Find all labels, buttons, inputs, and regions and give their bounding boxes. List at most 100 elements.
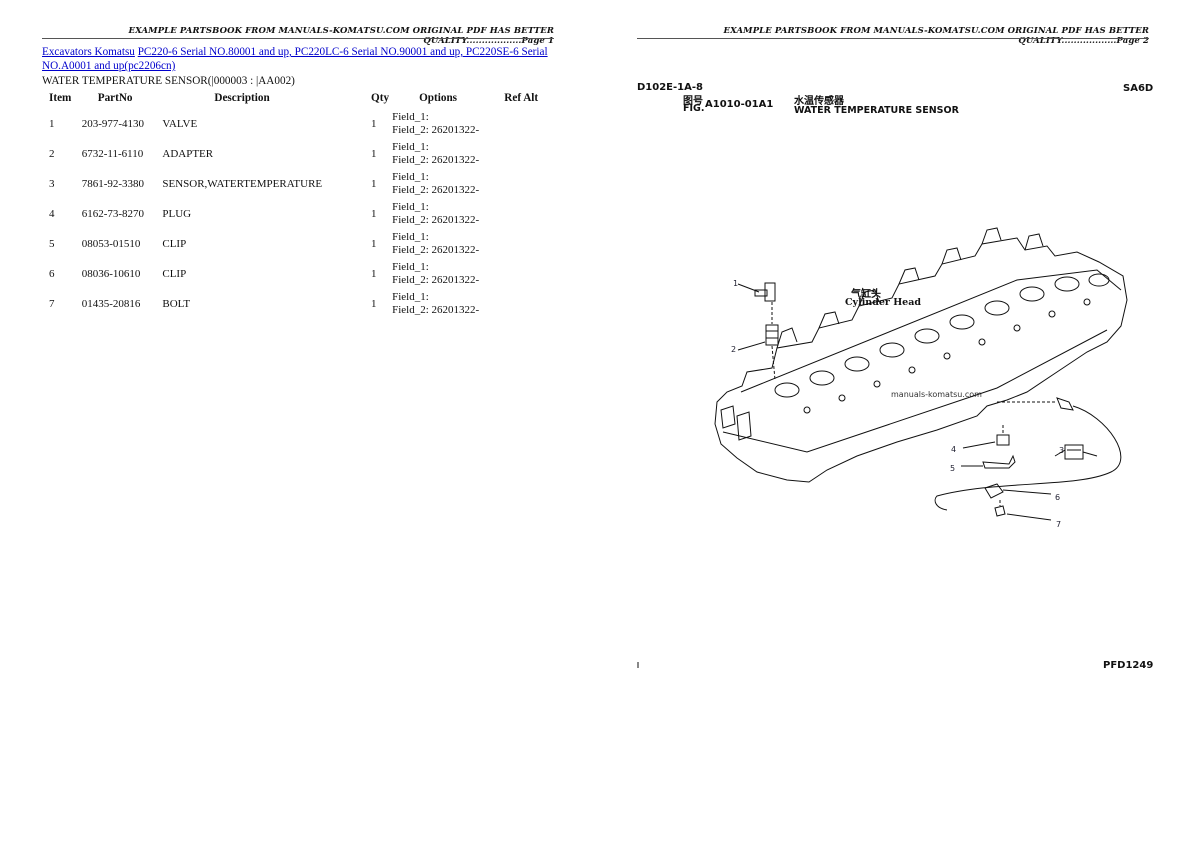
right-page: EXAMPLE PARTSBOOK FROM MANUALS-KOMATSU.C… xyxy=(637,0,1153,842)
col-partno-header: PartNo xyxy=(97,92,133,104)
callout-2: 2 xyxy=(731,345,737,354)
callout-5: 5 xyxy=(950,464,956,473)
rocker-pedestals xyxy=(776,227,1044,349)
cell-part-no: 7861-92-3380 xyxy=(81,178,145,190)
head-deck-line xyxy=(740,269,1122,393)
table-row: 5 08053-01510 CLIP 1 Field_1: Field_2: 2… xyxy=(42,229,554,259)
watermark: manuals-komatsu.com xyxy=(891,390,982,399)
option-field-1: Field_1: xyxy=(392,111,429,123)
option-field-1: Field_1: xyxy=(392,231,429,243)
cell-part-no: 08053-01510 xyxy=(81,238,141,250)
cell-item: 1 xyxy=(49,118,55,130)
cell-options: Field_1: Field_2: 26201322- xyxy=(392,139,504,169)
cell-description: VALVE xyxy=(162,118,198,130)
option-field-2: Field_2: 26201322- xyxy=(392,214,480,226)
option-field-2: Field_2: 26201322- xyxy=(392,184,480,196)
cell-options: Field_1: Field_2: 26201322- xyxy=(392,259,504,289)
cell-options: Field_1: Field_2: 26201322- xyxy=(392,289,504,319)
cell-description: BOLT xyxy=(162,298,191,310)
bolt-holes xyxy=(803,298,1091,414)
page-subtitle: WATER TEMPERATURE SENSOR(|000003 : |AA00… xyxy=(42,75,295,87)
cell-part-no: 08036-10610 xyxy=(81,268,141,280)
fig-label: FIG. xyxy=(683,103,705,114)
table-row: 3 7861-92-3380 SENSOR,WATERTEMPERATURE 1… xyxy=(42,169,554,199)
cell-part-no: 6162-73-8270 xyxy=(81,208,145,220)
table-header-row: Item PartNo Description Qty Options Ref … xyxy=(42,90,554,109)
col-refalt-header: Ref Alt xyxy=(504,92,539,104)
cell-qty: 1 xyxy=(371,178,377,190)
header-divider xyxy=(637,38,1149,39)
cell-ref-alt xyxy=(504,169,554,199)
cell-part-no: 203-977-4130 xyxy=(81,118,145,130)
table-row: 2 6732-11-6110 ADAPTER 1 Field_1: Field_… xyxy=(42,139,554,169)
part-valve xyxy=(737,282,776,302)
cell-item: 6 xyxy=(49,268,55,280)
cell-description: CLIP xyxy=(162,268,187,280)
cell-ref-alt xyxy=(504,289,554,319)
fig-number: A1010-01A1 xyxy=(705,99,774,110)
callout-7: 7 xyxy=(1056,520,1062,529)
part-adapter xyxy=(737,302,779,381)
fig-label-cn: 图号 xyxy=(683,96,703,107)
cell-qty: 1 xyxy=(371,298,377,310)
parts-drawing: D102E-1A-8 图号 FIG. A1010-01A1 水温传感器 WATE… xyxy=(637,80,1153,680)
page-header: EXAMPLE PARTSBOOK FROM MANUALS-KOMATSU.C… xyxy=(128,26,554,46)
cell-qty: 1 xyxy=(371,268,377,280)
cell-qty: 1 xyxy=(371,148,377,160)
table-row: 7 01435-20816 BOLT 1 Field_1: Field_2: 2… xyxy=(42,289,554,319)
header-divider xyxy=(42,38,554,39)
drawing-title: WATER TEMPERATURE SENSOR xyxy=(794,105,959,116)
table-row: 6 08036-10610 CLIP 1 Field_1: Field_2: 2… xyxy=(42,259,554,289)
valve-ports xyxy=(774,273,1110,398)
option-field-2: Field_2: 26201322- xyxy=(392,154,480,166)
callout-3: 3 xyxy=(1059,446,1065,455)
drawing-title-cn: 水温传感器 xyxy=(794,96,844,107)
callout-6: 6 xyxy=(1055,493,1061,502)
left-page: EXAMPLE PARTSBOOK FROM MANUALS-KOMATSU.C… xyxy=(42,0,554,842)
part-bolt xyxy=(994,500,1052,521)
cell-part-no: 01435-20816 xyxy=(81,298,141,310)
head-side-line xyxy=(722,329,1108,453)
option-field-1: Field_1: xyxy=(392,291,429,303)
cell-ref-alt xyxy=(504,139,554,169)
cell-description: PLUG xyxy=(162,208,192,220)
cylinder-head-label-cn: 气缸头 xyxy=(851,289,881,300)
part-clip-5 xyxy=(961,454,1016,469)
cell-qty: 1 xyxy=(371,238,377,250)
cell-description: SENSOR,WATERTEMPERATURE xyxy=(162,178,323,190)
cell-options: Field_1: Field_2: 26201322- xyxy=(392,199,504,229)
part-sensor xyxy=(934,397,1122,511)
cylinder-head-label: Cylinder Head xyxy=(845,297,922,308)
cell-qty: 1 xyxy=(371,208,377,220)
col-item-header: Item xyxy=(49,92,72,104)
option-field-1: Field_1: xyxy=(392,171,429,183)
option-field-1: Field_1: xyxy=(392,201,429,213)
part-clip-6 xyxy=(984,483,1052,499)
option-field-1: Field_1: xyxy=(392,141,429,153)
page-header: EXAMPLE PARTSBOOK FROM MANUALS-KOMATSU.C… xyxy=(723,26,1149,46)
table-row: 4 6162-73-8270 PLUG 1 Field_1: Field_2: … xyxy=(42,199,554,229)
cell-ref-alt xyxy=(504,199,554,229)
part-plug xyxy=(962,425,1010,449)
breadcrumb-link-excavators[interactable]: Excavators Komatsu xyxy=(42,46,135,58)
option-field-2: Field_2: 26201322- xyxy=(392,124,480,136)
drawing-code-top-right: SA6D xyxy=(1123,83,1154,94)
cell-options: Field_1: Field_2: 26201322- xyxy=(392,109,504,139)
parts-table: Item PartNo Description Qty Options Ref … xyxy=(42,90,554,319)
option-field-2: Field_2: 26201322- xyxy=(392,274,480,286)
cell-options: Field_1: Field_2: 26201322- xyxy=(392,229,504,259)
cell-options: Field_1: Field_2: 26201322- xyxy=(392,169,504,199)
cell-item: 7 xyxy=(49,298,55,310)
cell-ref-alt xyxy=(504,109,554,139)
breadcrumb-link-model[interactable]: PC220-6 Serial NO.80001 and up, PC220LC-… xyxy=(42,46,548,72)
cell-item: 2 xyxy=(49,148,55,160)
option-field-2: Field_2: 26201322- xyxy=(392,244,480,256)
drawing-code-top-left: D102E-1A-8 xyxy=(637,82,703,93)
col-description-header: Description xyxy=(214,92,270,104)
drawing-code-bottom-right: PFD1249 xyxy=(1103,660,1154,671)
breadcrumb: Excavators Komatsu PC220-6 Serial NO.800… xyxy=(42,45,554,73)
col-options-header: Options xyxy=(419,92,458,104)
callout-4: 4 xyxy=(951,445,957,454)
cell-item: 3 xyxy=(49,178,55,190)
table-row: 1 203-977-4130 VALVE 1 Field_1: Field_2:… xyxy=(42,109,554,139)
